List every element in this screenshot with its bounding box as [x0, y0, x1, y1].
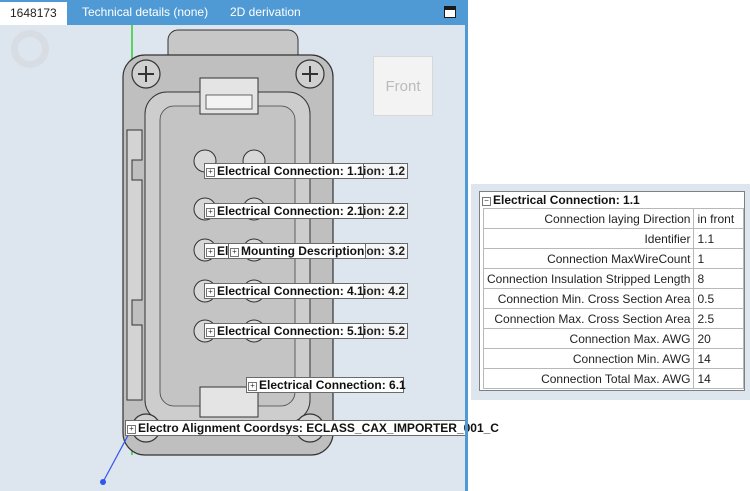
properties-panel: −Electrical Connection: 1.1 Connection l…: [479, 191, 745, 391]
viewport-border: [465, 25, 468, 491]
property-key: Connection MaxWireCount: [482, 248, 695, 269]
panel-title: −Electrical Connection: 1.1: [482, 193, 640, 207]
expand-icon[interactable]: +: [206, 168, 215, 177]
property-value: in front: [693, 208, 744, 229]
property-value: 14: [693, 348, 744, 369]
tab-2d-derivation[interactable]: 2D derivation: [230, 5, 301, 19]
property-key: Connection Total Max. AWG: [482, 368, 695, 389]
expand-icon[interactable]: +: [206, 248, 215, 257]
property-value: 2.5: [693, 308, 744, 329]
label-ec-1-1[interactable]: +Electrical Connection: 1.1: [204, 163, 364, 179]
collapse-icon[interactable]: −: [482, 197, 491, 206]
property-key: Connection Max. Cross Section Area: [482, 308, 695, 329]
property-key: Connection Min. Cross Section Area: [482, 288, 695, 309]
expand-icon[interactable]: +: [206, 208, 215, 217]
screw-top-left-icon: [131, 59, 161, 89]
label-ec-3-1[interactable]: +El: [204, 243, 232, 259]
property-value: 1.1: [693, 228, 744, 249]
property-key: Connection Insulation Stripped Length: [482, 268, 695, 289]
label-ec-2-1[interactable]: +Electrical Connection: 2.1: [204, 203, 364, 219]
orbit-ring-icon[interactable]: [11, 30, 49, 68]
z-axis-line: [102, 427, 133, 483]
expand-icon[interactable]: +: [206, 288, 215, 297]
expand-icon[interactable]: +: [127, 425, 136, 434]
expand-icon[interactable]: +: [230, 248, 239, 257]
label-ec-5-1[interactable]: +Electrical Connection: 5.1: [204, 323, 364, 339]
expand-icon[interactable]: +: [206, 328, 215, 337]
property-value: 14: [693, 368, 744, 389]
view-cube-front[interactable]: Front: [373, 56, 433, 116]
label-mounting-description[interactable]: +Mounting Description: [228, 243, 366, 259]
tab-technical-details[interactable]: Technical details (none): [82, 5, 209, 19]
label-ec-6-1[interactable]: +Electrical Connection: 6.1: [246, 377, 406, 393]
tab-bar: 1648173 Technical details (none) 2D deri…: [0, 0, 468, 25]
label-ec-4-1[interactable]: +Electrical Connection: 4.1: [204, 283, 364, 299]
property-value: 1: [693, 248, 744, 269]
property-key: Connection Min. AWG: [482, 348, 695, 369]
screw-top-right-icon: [295, 59, 325, 89]
maximize-icon[interactable]: [444, 6, 456, 18]
tab-part-number[interactable]: 1648173: [0, 2, 67, 25]
expand-icon[interactable]: +: [248, 382, 257, 391]
property-value: 8: [693, 268, 744, 289]
label-alignment-coordsys[interactable]: +Electro Alignment Coordsys: ECLASS_CAX_…: [125, 420, 499, 436]
property-key: Connection Max. AWG: [482, 328, 695, 349]
3d-viewport[interactable]: Front ion: 1.2 ion: 2.2 on: 3.2 ion: 4.2…: [0, 25, 499, 491]
property-key: Connection laying Direction: [482, 208, 695, 229]
property-value: 20: [693, 328, 744, 349]
property-key: Identifier: [482, 228, 695, 249]
property-value: 0.5: [693, 288, 744, 309]
